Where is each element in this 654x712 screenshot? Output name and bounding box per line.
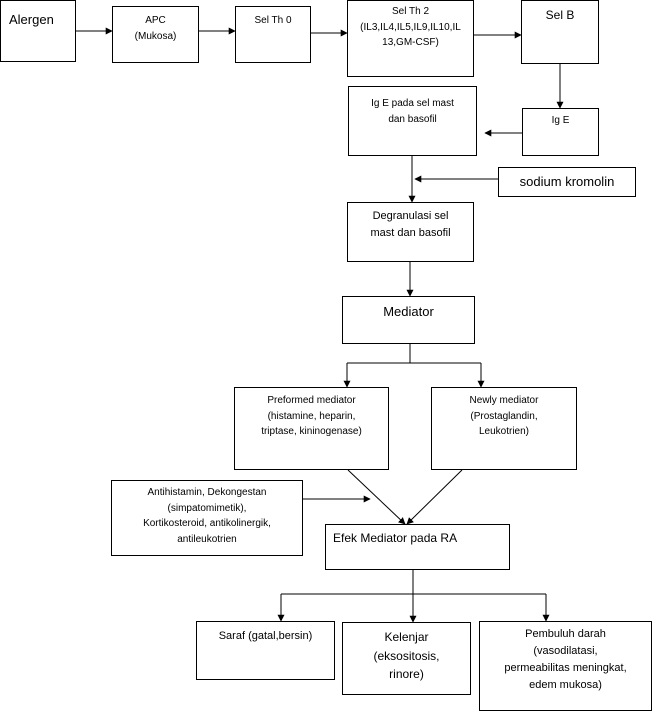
node-newly-label-line-2: (Prostaglandin, xyxy=(470,410,538,422)
node-ige-mast-label: Ig E pada sel mast dan basofil xyxy=(348,96,477,127)
node-ige-mast xyxy=(348,86,477,156)
node-preformed-label-line-3: triptase, kininogenase) xyxy=(261,426,362,437)
node-preformed-label: Preformed mediator (histamine, heparin, … xyxy=(234,393,389,440)
node-sel-th0-label: Sel Th 0 xyxy=(235,13,311,29)
node-saraf-label-line-1: Saraf (gatal,bersin) xyxy=(218,630,313,642)
node-antihistamin-label-line-4: antileukotrien xyxy=(177,533,237,545)
node-saraf xyxy=(196,621,335,680)
node-pembuluh-label: Pembuluh darah (vasodilatasi, permeabili… xyxy=(479,626,652,694)
node-newly-label-line-3: Leukotrien) xyxy=(478,426,530,437)
node-pembuluh-label-line-4: edem mukosa) xyxy=(529,679,602,692)
node-kelenjar-label: Kelenjar (eksositosis, rinore) xyxy=(342,628,471,684)
node-efek-label-line-1: Efek Mediator pada RA xyxy=(333,531,458,545)
node-sel-th2-label-line-1: Sel Th 2 xyxy=(391,6,430,17)
node-apc-label-line-1: APC xyxy=(145,15,166,26)
node-apc xyxy=(112,6,199,63)
node-ige-label: Ig E xyxy=(522,113,599,129)
node-sel-th2 xyxy=(347,0,474,77)
node-sel-th2-label: Sel Th 2 (IL3,IL4,IL5,IL9,IL10,IL 13,GM-… xyxy=(347,4,474,51)
node-mediator-label: Mediator xyxy=(342,302,475,322)
node-kelenjar xyxy=(342,622,471,695)
node-alergen-label-line-1: Alergen xyxy=(9,12,54,27)
node-degranulasi-label-line-2: mast dan basofil xyxy=(370,227,451,240)
node-ige-mast-label-line-1: Ig E pada sel mast xyxy=(371,98,454,109)
node-sel-th0 xyxy=(235,6,311,63)
node-pembuluh-label-line-2: (vasodilatasi, xyxy=(533,645,598,658)
node-alergen-label: Alergen xyxy=(9,10,54,30)
node-antihistamin-label-line-2: (simpatomimetik), xyxy=(167,502,247,514)
node-antihistamin-label: Antihistamin, Dekongestan (simpatomimeti… xyxy=(111,485,303,547)
node-pembuluh xyxy=(479,621,652,711)
node-degranulasi xyxy=(347,202,474,262)
node-sodium-kromolin-label: sodium kromolin xyxy=(498,172,636,192)
node-preformed-label-line-2: (histamine, heparin, xyxy=(267,410,356,422)
node-apc-label: APC (Mukosa) xyxy=(112,13,199,44)
node-degranulasi-label: Degranulasi sel mast dan basofil xyxy=(347,208,474,242)
node-newly-label-line-1: Newly mediator xyxy=(469,395,539,406)
node-efek-label: Efek Mediator pada RA xyxy=(333,529,457,548)
node-pembuluh-label-line-1: Pembuluh darah xyxy=(525,628,606,640)
node-sel-b-label-line-1: Sel B xyxy=(545,8,575,22)
node-newly xyxy=(431,387,577,470)
edge-efek-split xyxy=(281,570,546,595)
node-apc-label-line-2: (Mukosa) xyxy=(134,30,177,42)
node-sel-b xyxy=(521,0,599,64)
node-newly-label: Newly mediator (Prostaglandin, Leukotrie… xyxy=(431,393,577,440)
node-mediator-label-line-1: Mediator xyxy=(383,304,434,319)
node-sel-th2-label-line-3: 13,GM-CSF) xyxy=(382,37,439,48)
node-saraf-label: Saraf (gatal,bersin) xyxy=(196,628,335,645)
node-kelenjar-label-line-1: Kelenjar xyxy=(384,630,429,644)
node-kelenjar-label-line-2: (eksositosis, xyxy=(373,648,440,663)
node-ige-mast-label-line-2: dan basofil xyxy=(388,113,437,125)
node-antihistamin xyxy=(111,480,303,556)
node-antihistamin-label-line-3: Kortikosteroid, antikolinergik, xyxy=(143,518,271,529)
edge-preformed-efek xyxy=(347,469,406,525)
node-antihistamin-label-line-1: Antihistamin, Dekongestan xyxy=(147,487,267,498)
node-preformed xyxy=(234,387,389,470)
node-degranulasi-label-line-1: Degranulasi sel xyxy=(372,210,449,222)
edge-newly-efek xyxy=(406,469,463,525)
node-alergen xyxy=(0,0,76,62)
node-pembuluh-label-line-3: permeabilitas meningkat, xyxy=(504,662,627,675)
node-efek xyxy=(325,524,510,570)
node-sel-th2-label-line-2: (IL3,IL4,IL5,IL9,IL10,IL xyxy=(360,21,461,33)
node-sodium-kromolin-label-line-1: sodium kromolin xyxy=(519,174,615,189)
edge-mediator-split xyxy=(347,344,481,364)
node-ige xyxy=(522,108,599,156)
node-mediator xyxy=(342,296,475,344)
node-kelenjar-label-line-3: rinore) xyxy=(389,667,424,682)
node-sel-th0-label-line-1: Sel Th 0 xyxy=(254,15,292,26)
node-sodium-kromolin xyxy=(498,167,636,197)
node-preformed-label-line-1: Preformed mediator xyxy=(267,395,356,406)
node-sel-b-label: Sel B xyxy=(521,6,599,25)
node-ige-label-line-1: Ig E xyxy=(551,115,570,126)
